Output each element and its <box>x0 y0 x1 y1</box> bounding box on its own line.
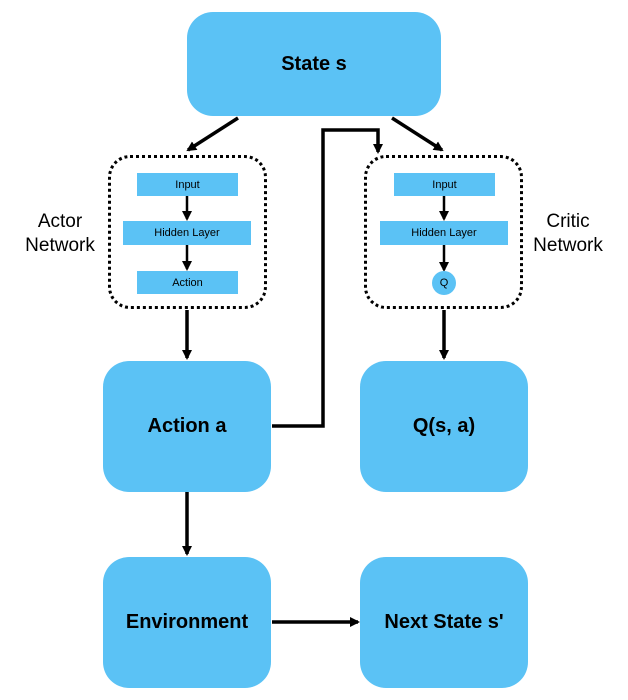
actor-hidden-layer: Hidden Layer <box>123 221 251 245</box>
arrow-action-to-critic <box>272 128 383 428</box>
environment-node: Environment <box>103 557 271 688</box>
arrow-state-to-actor <box>186 116 239 152</box>
critic-input-layer: Input <box>394 173 495 196</box>
state-label: State s <box>281 52 347 75</box>
environment-label: Environment <box>125 611 249 633</box>
actor-network-label: Actor Network <box>10 210 110 258</box>
actor-hidden-label: Hidden Layer <box>154 227 220 239</box>
actor-label-line1: Actor <box>37 211 83 232</box>
state-node: State s <box>187 12 441 116</box>
next-state-label: Next State s' <box>384 611 504 633</box>
critic-q-output: Q <box>432 271 456 295</box>
critic-hidden-layer: Hidden Layer <box>380 221 508 245</box>
actor-output-layer: Action <box>137 271 238 294</box>
critic-network-group <box>364 155 523 309</box>
critic-hidden-label: Hidden Layer <box>411 227 477 239</box>
actor-input-label: Input <box>175 178 200 191</box>
critic-input-label: Input <box>432 178 457 191</box>
arrow-state-to-critic <box>391 116 444 152</box>
q-value-node: Q(s, a) <box>360 361 528 492</box>
actor-label-line2: Network <box>25 235 95 256</box>
critic-q-label: Q <box>439 277 449 289</box>
actor-output-label: Action <box>172 276 203 289</box>
critic-label-line1: Critic <box>546 211 590 232</box>
next-state-node: Next State s' <box>360 557 528 688</box>
action-node: Action a <box>103 361 271 492</box>
actor-network-group <box>108 155 267 309</box>
critic-label-line2: Network <box>533 235 603 256</box>
critic-network-label: Critic Network <box>518 210 618 258</box>
action-label: Action a <box>147 415 227 437</box>
actor-input-layer: Input <box>137 173 238 196</box>
q-value-label: Q(s, a) <box>412 415 476 437</box>
